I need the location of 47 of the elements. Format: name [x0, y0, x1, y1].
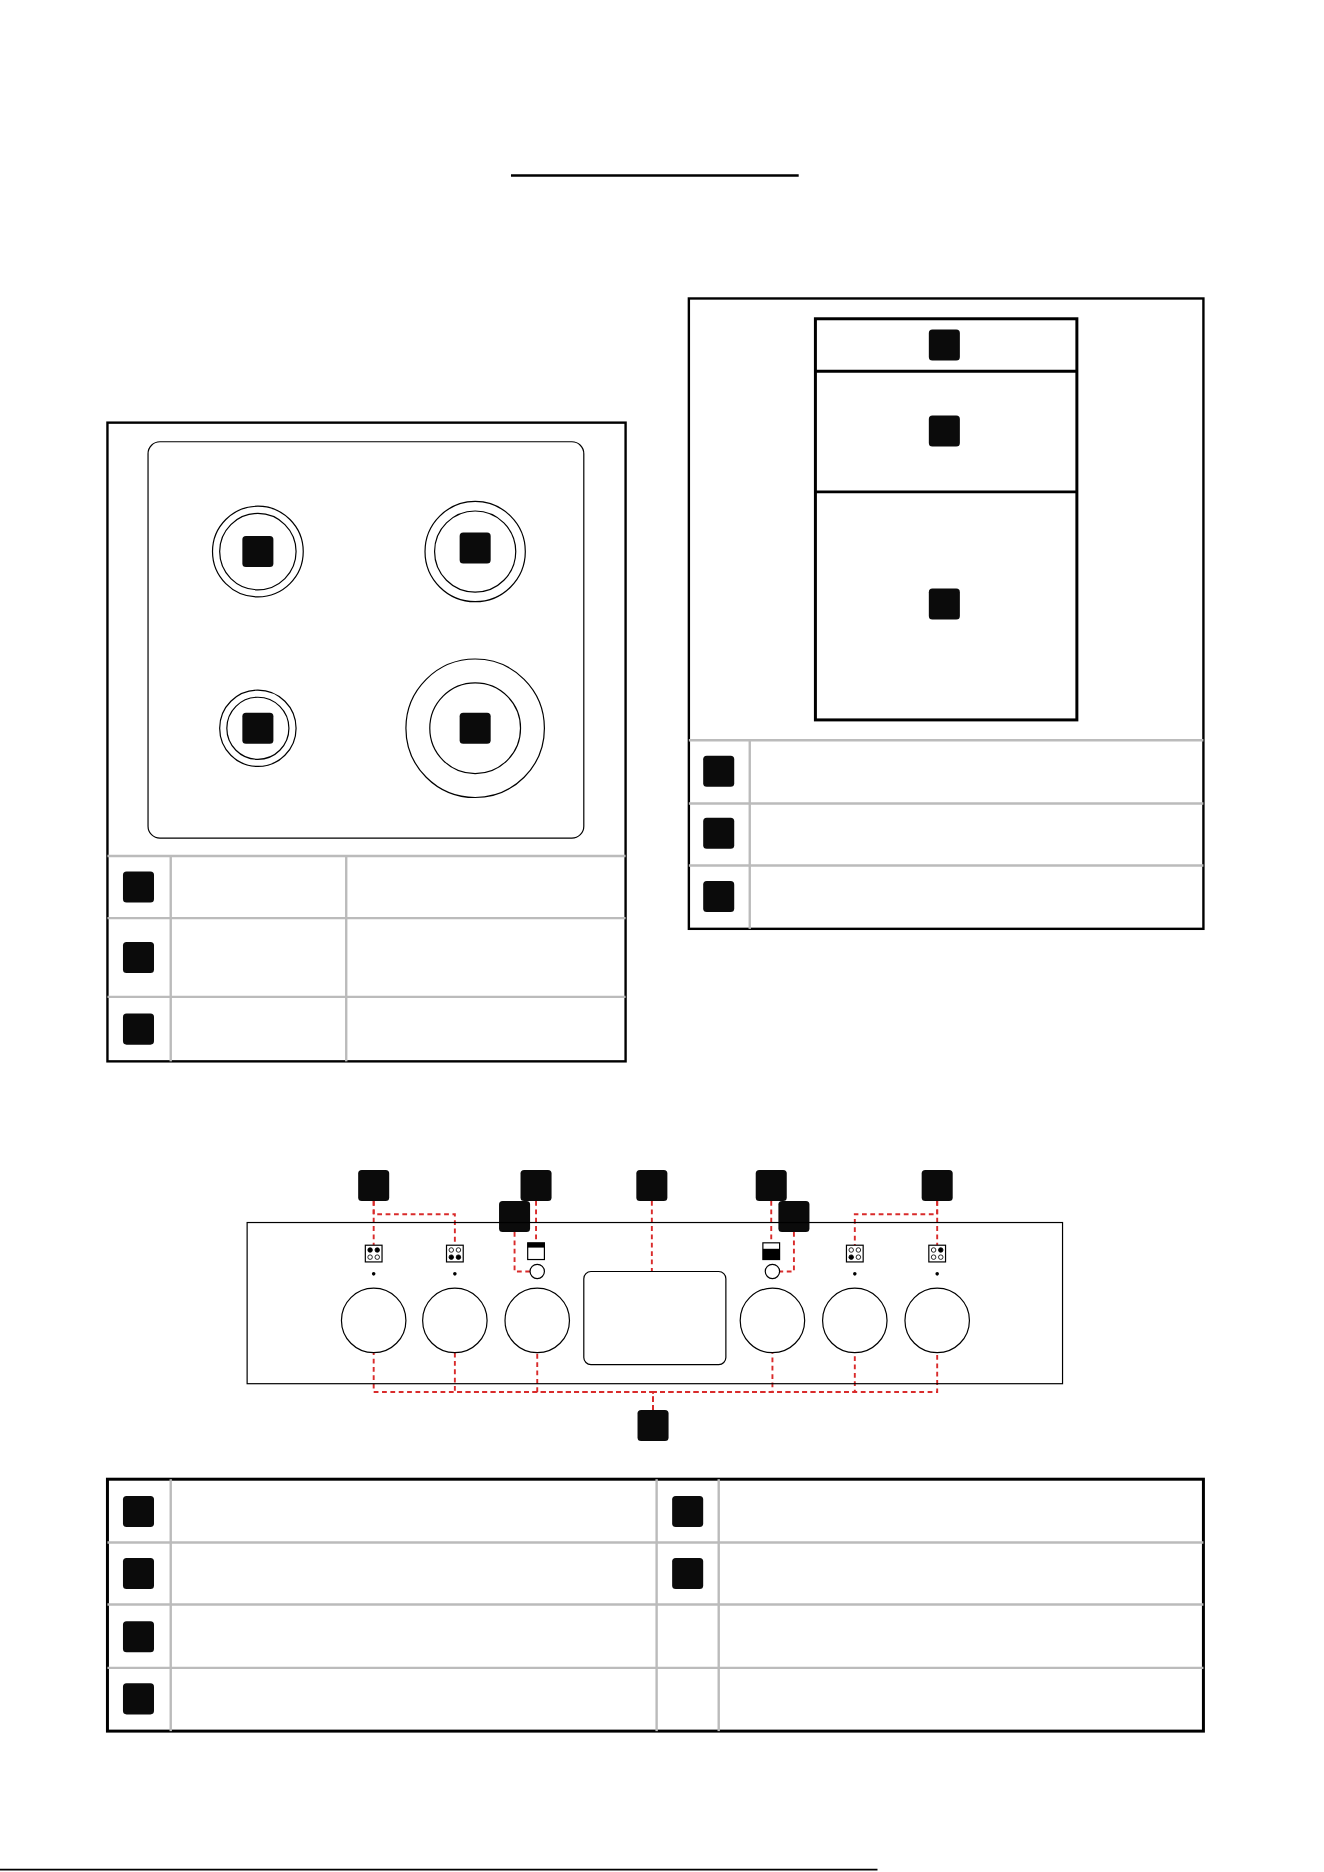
- callout-marker: [358, 1170, 390, 1202]
- callout-marker: [122, 1683, 154, 1715]
- callout-marker: [122, 1013, 154, 1045]
- leader-line: [513, 1231, 532, 1273]
- callout-marker: [928, 329, 960, 361]
- hob-zone-icon: [845, 1244, 864, 1263]
- control-knob: [340, 1287, 407, 1354]
- callout-marker: [520, 1170, 552, 1202]
- callout-marker: [122, 1495, 154, 1527]
- callout-marker: [122, 941, 154, 973]
- callout-marker: [928, 415, 960, 447]
- callout-marker: [242, 536, 274, 568]
- hob-zone-icon: [928, 1244, 947, 1263]
- control-panel: [246, 1221, 1064, 1385]
- control-knob: [739, 1287, 806, 1354]
- control-knob: [422, 1287, 488, 1354]
- callout-marker: [921, 1170, 953, 1202]
- callout-marker: [755, 1170, 787, 1202]
- callout-marker: [703, 817, 735, 849]
- display-screen: [583, 1270, 727, 1366]
- callout-marker: [459, 712, 491, 744]
- callout-marker: [637, 1409, 669, 1441]
- hob-zone-icon: [445, 1244, 464, 1263]
- callout-marker: [703, 755, 735, 787]
- leader-line: [936, 1200, 939, 1247]
- indicator-light: [764, 1263, 781, 1280]
- oven-icon: [762, 1242, 781, 1261]
- callout-marker: [778, 1201, 810, 1233]
- indicator-light: [529, 1263, 545, 1280]
- callout-marker: [499, 1201, 531, 1233]
- callout-marker: [636, 1170, 668, 1202]
- callout-marker: [122, 1558, 154, 1590]
- callout-marker: [122, 871, 154, 903]
- callout-marker: [672, 1558, 704, 1590]
- callout-marker: [703, 881, 735, 913]
- hob-zone-icon: [364, 1244, 383, 1263]
- callout-marker: [672, 1495, 704, 1527]
- callout-marker: [928, 588, 960, 620]
- oven-icon: [527, 1242, 545, 1261]
- callout-marker: [122, 1621, 154, 1653]
- leader-line: [650, 1200, 653, 1273]
- control-knob: [904, 1287, 970, 1354]
- callout-marker: [459, 532, 491, 564]
- control-knob: [822, 1287, 888, 1354]
- callout-marker: [242, 712, 274, 744]
- leader-line: [778, 1231, 795, 1273]
- control-knob: [504, 1287, 571, 1354]
